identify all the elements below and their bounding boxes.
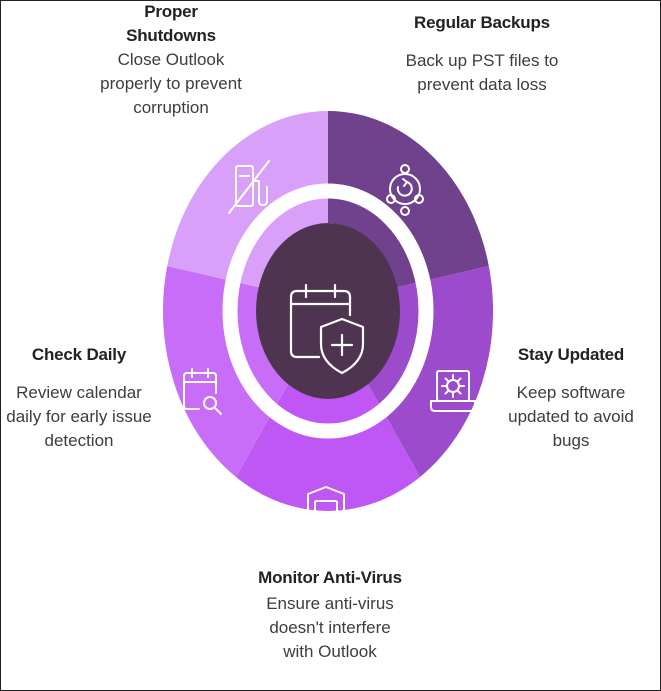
inner-separator-ring	[222, 183, 434, 439]
center-hub	[256, 223, 400, 399]
desc-stay-updated: Keep software updated to avoid bugs	[508, 383, 634, 450]
label-check-daily: Check Daily Review calendar daily for ea…	[5, 343, 153, 453]
shield-monitor-icon	[307, 486, 345, 540]
title-proper-shutdowns: Proper Shutdowns	[126, 2, 216, 45]
power-off-icon	[228, 160, 270, 214]
title-check-daily: Check Daily	[31, 345, 127, 364]
title-regular-backups: Regular Backups	[414, 13, 550, 32]
segment-proper-shutdowns	[167, 111, 328, 289]
label-proper-shutdowns: Proper Shutdowns Close Outlook properly …	[99, 1, 243, 120]
desc-proper-shutdowns: Close Outlook properly to prevent corrup…	[100, 50, 242, 117]
backup-network-icon	[386, 164, 424, 216]
title-monitor-anti-virus: Monitor Anti-Virus	[258, 568, 402, 587]
calendar-shield-icon	[289, 283, 365, 375]
calendar-search-icon	[183, 368, 222, 415]
title-stay-updated: Stay Updated	[517, 345, 625, 364]
desc-check-daily: Review calendar daily for early issue de…	[6, 383, 152, 450]
label-regular-backups: Regular Backups Back up PST files to pre…	[399, 11, 565, 97]
segment-regular-backups	[328, 110, 489, 289]
laptop-update-icon	[430, 370, 476, 412]
label-monitor-anti-virus: Monitor Anti-Virus Ensure anti-virus doe…	[255, 566, 405, 664]
label-stay-updated: Stay Updated Keep software updated to av…	[501, 343, 641, 453]
desc-monitor-anti-virus: Ensure anti-virus doesn't interfere with…	[266, 594, 394, 661]
desc-regular-backups: Back up PST files to prevent data loss	[405, 51, 559, 94]
